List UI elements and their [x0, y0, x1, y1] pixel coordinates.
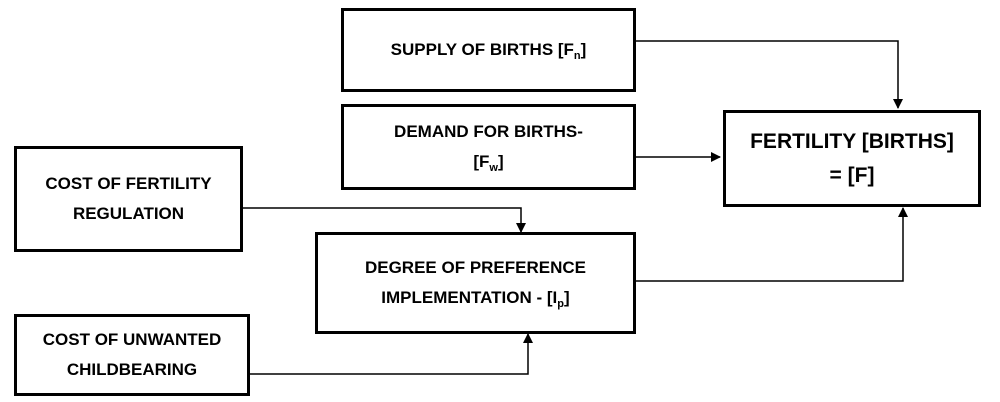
degree-of-preference-box: DEGREE OF PREFERENCE IMPLEMENTATION - [I…	[315, 232, 636, 334]
arrow-preference-to-fertility	[636, 207, 908, 282]
arrow-supply-to-fertility	[636, 40, 903, 109]
preference-close-bracket: ]	[564, 288, 570, 307]
unwanted-line-2: CHILDBEARING	[66, 360, 198, 379]
preference-text: IMPLEMENTATION - [I	[381, 288, 558, 307]
fertility-box: FERTILITY [BIRTHS] = [F]	[723, 110, 981, 207]
supply-of-births-label: SUPPLY OF BIRTHS [Fn]	[391, 35, 587, 65]
supply-subscript: n	[573, 50, 581, 62]
degree-of-preference-label: DEGREE OF PREFERENCE IMPLEMENTATION - [I…	[365, 253, 586, 313]
supply-of-births-box: SUPPLY OF BIRTHS [Fn]	[341, 8, 636, 92]
demand-close-bracket: ]	[497, 152, 504, 171]
demand-for-births-box: DEMAND FOR BIRTHS- [Fw]	[341, 104, 636, 190]
cost-of-fertility-regulation-label: COST OF FERTILITY REGULATION	[45, 169, 211, 229]
fertility-line-1: FERTILITY [BIRTHS]	[750, 129, 954, 153]
demand-subscript: w	[489, 162, 498, 174]
arrow-regulation-to-preference	[243, 207, 526, 233]
cost-of-fertility-regulation-box: COST OF FERTILITY REGULATION	[14, 146, 243, 252]
demand-open-bracket: [F	[473, 152, 490, 171]
arrow-unwanted-to-preference	[250, 333, 533, 375]
preference-line-1: DEGREE OF PREFERENCE	[364, 258, 587, 277]
demand-line-2: [Fw]	[394, 147, 583, 177]
preference-line-2: IMPLEMENTATION - [Ip]	[365, 283, 586, 313]
supply-close-bracket: ]	[580, 40, 587, 59]
cost-of-unwanted-childbearing-box: COST OF UNWANTED CHILDBEARING	[14, 314, 250, 396]
regulation-line-2: REGULATION	[72, 204, 185, 223]
demand-for-births-label: DEMAND FOR BIRTHS- [Fw]	[394, 117, 583, 177]
unwanted-line-1: COST OF UNWANTED	[42, 330, 222, 349]
cost-of-unwanted-childbearing-label: COST OF UNWANTED CHILDBEARING	[43, 325, 222, 385]
supply-text: SUPPLY OF BIRTHS [F	[390, 40, 574, 59]
regulation-line-1: COST OF FERTILITY	[45, 174, 212, 193]
fertility-label: FERTILITY [BIRTHS] = [F]	[750, 125, 954, 193]
demand-line-1: DEMAND FOR BIRTHS-	[394, 122, 583, 141]
fertility-line-2: = [F]	[829, 163, 875, 187]
preference-subscript: p	[557, 298, 564, 310]
